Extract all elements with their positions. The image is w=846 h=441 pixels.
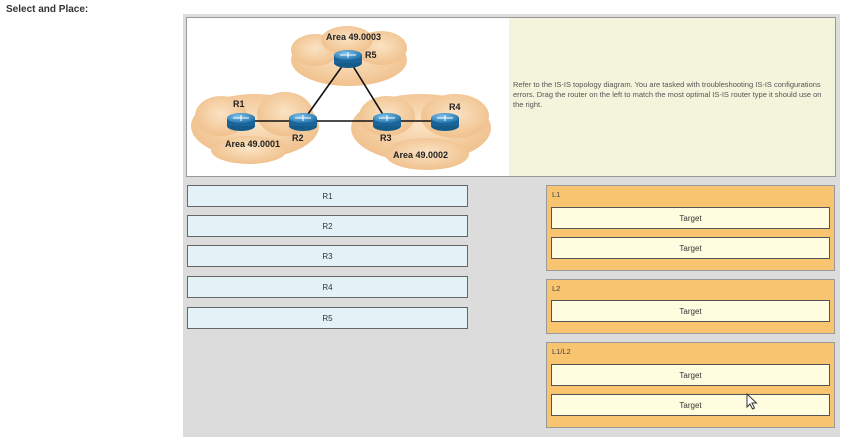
- target-slot-l1-l2-2[interactable]: Target: [551, 394, 830, 416]
- router-label-r5: R5: [365, 50, 377, 60]
- target-group-l2: L2 Target: [546, 279, 835, 334]
- target-slot-l1-l2-1[interactable]: Target: [551, 364, 830, 386]
- router-label-r2: R2: [292, 133, 304, 143]
- area-label-49-0002: Area 49.0002: [393, 150, 448, 160]
- group-label-l1-l2: L1/L2: [552, 347, 571, 356]
- question-box: Area 49.0003 R5 R1 R2 R3 R4 Area 49.0001…: [186, 17, 836, 177]
- page-heading: Select and Place:: [6, 4, 89, 15]
- router-r1-icon: [227, 113, 255, 131]
- router-r2-icon: [289, 113, 317, 131]
- area-label-49-0001: Area 49.0001: [225, 139, 280, 149]
- target-slot-l1-2[interactable]: Target: [551, 237, 830, 259]
- router-r5-icon: [334, 50, 362, 68]
- question-text: Refer to the IS-IS topology diagram. You…: [513, 80, 822, 109]
- router-r3-icon: [373, 113, 401, 131]
- area-label-49-0003: Area 49.0003: [326, 32, 381, 42]
- target-slot-l2-1[interactable]: Target: [551, 300, 830, 322]
- source-item-r5[interactable]: R5: [187, 307, 468, 329]
- mouse-cursor-icon: [746, 392, 758, 415]
- target-slot-l1-1[interactable]: Target: [551, 207, 830, 229]
- router-label-r4: R4: [449, 102, 461, 112]
- source-item-r1[interactable]: R1: [187, 185, 468, 207]
- source-item-r4[interactable]: R4: [187, 276, 468, 298]
- topology-diagram: Area 49.0003 R5 R1 R2 R3 R4 Area 49.0001…: [187, 18, 509, 176]
- target-group-l1: L1 Target Target: [546, 185, 835, 271]
- router-r4-icon: [431, 113, 459, 131]
- source-item-r3[interactable]: R3: [187, 245, 468, 267]
- router-label-r1: R1: [233, 99, 245, 109]
- target-group-l1-l2: L1/L2 Target Target: [546, 342, 835, 428]
- router-label-r3: R3: [380, 133, 392, 143]
- group-label-l1: L1: [552, 190, 561, 199]
- source-item-r2[interactable]: R2: [187, 215, 468, 237]
- group-label-l2: L2: [552, 284, 561, 293]
- topology-svg: Area 49.0003 R5 R1 R2 R3 R4 Area 49.0001…: [191, 26, 491, 170]
